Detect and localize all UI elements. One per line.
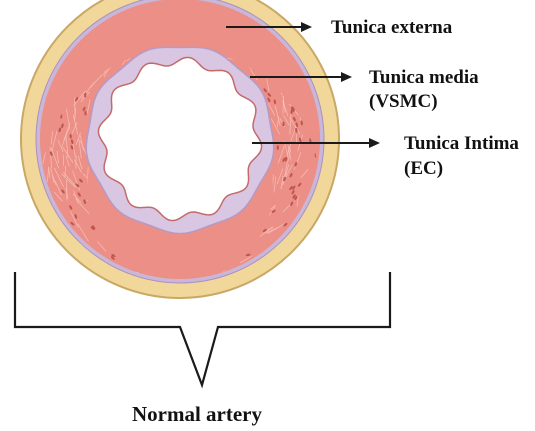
arrow-externa-head: [301, 22, 312, 32]
arrow-media-head: [341, 72, 352, 82]
label-tunica-media-sub: (VSMC): [369, 91, 438, 112]
label-tunica-intima: Tunica Intima: [404, 133, 519, 154]
arrow-intima-head: [369, 138, 380, 148]
label-tunica-media: Tunica media: [369, 67, 479, 88]
caption-normal-artery: Normal artery: [132, 402, 263, 426]
artery-cross-section: [21, 0, 339, 298]
label-tunica-externa: Tunica externa: [331, 17, 453, 38]
label-tunica-intima-sub: (EC): [404, 158, 443, 179]
